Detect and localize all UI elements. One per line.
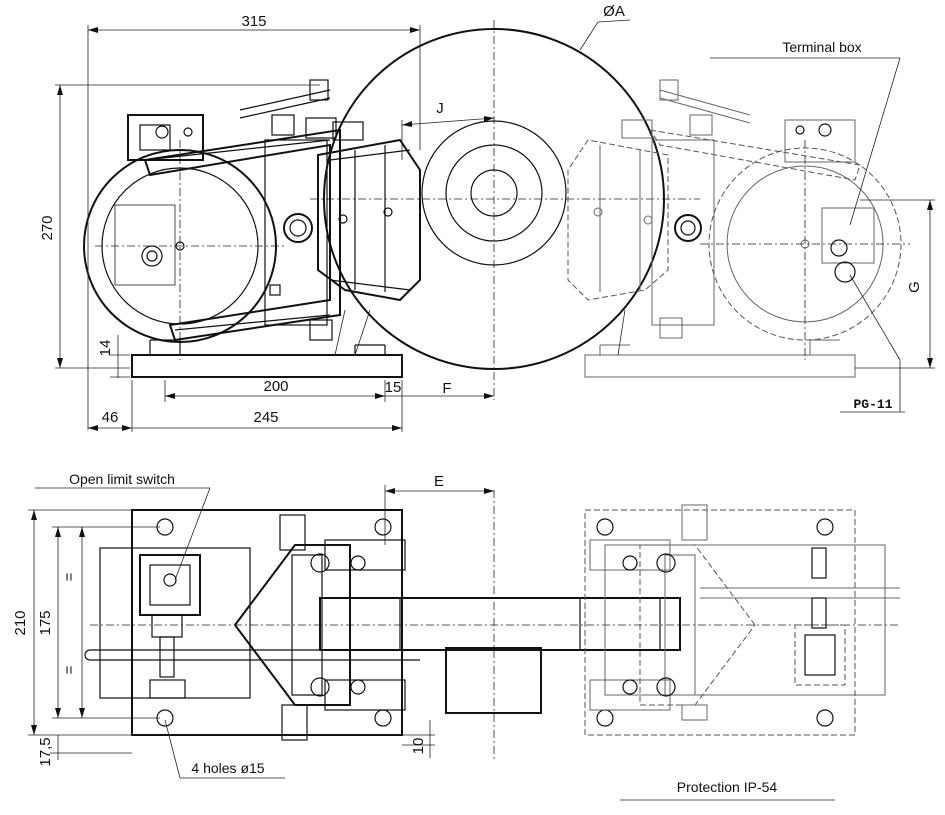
open-limit-switch-label: Open limit switch [69,471,175,487]
left-pivot-icon [283,213,313,243]
left-cable-gland-icon [141,245,163,267]
dim-equal-1: = [61,572,78,581]
right-brake-lever [651,139,715,326]
dim-175: 175 [37,610,54,635]
plan-view: E 210 175 = = 17,5 10 Open limit switch … [12,471,900,801]
left-terminal-box [127,114,204,161]
dim-j: J [436,100,444,117]
dim-17-5: 17,5 [37,737,54,766]
limit-switch [139,554,201,616]
dim-245: 245 [253,409,278,426]
drum-shaft [319,597,681,651]
right-terminal-box [784,119,856,163]
dim-46: 46 [102,409,119,426]
dim-10: 10 [410,738,427,755]
dim-equal-2: = [61,665,78,674]
right-plan-assembly [584,504,900,736]
dim-e: E [434,473,444,490]
left-brake-lever [264,139,328,326]
dim-200: 200 [263,378,288,395]
left-brake-shoe [317,138,421,302]
protection-label: Protection IP-54 [677,779,778,795]
pg-11-label: PG-11 [853,397,892,412]
dim-g: G [906,281,923,293]
dim-dia-a: ØA [603,3,625,20]
dimension-lines-top [55,19,935,432]
terminal-box-label: Terminal box [782,39,861,55]
right-brake-shoe [567,139,669,301]
right-cable-gland-icon [830,239,848,257]
drum-plan [445,647,542,714]
dim-f: F [442,380,451,397]
dim-14: 14 [97,340,114,357]
left-base-plate [131,354,403,378]
side-elevation-view: 315 ØA J 270 G 14 200 15 F 46 245 Termin… [39,3,935,432]
holes-label: 4 holes ø15 [191,760,264,776]
left-base-plate-plan [131,509,403,736]
right-base-plate-plan [584,509,856,736]
right-pivot-icon [674,214,702,242]
dim-15: 15 [385,379,402,396]
dim-210: 210 [12,610,29,635]
dimension-lines-plan [28,485,835,801]
right-lever-plan [639,544,756,706]
right-mirror-assembly [567,79,910,378]
dim-315: 315 [241,13,266,30]
dim-270: 270 [39,215,56,240]
right-base-plate [584,354,856,378]
